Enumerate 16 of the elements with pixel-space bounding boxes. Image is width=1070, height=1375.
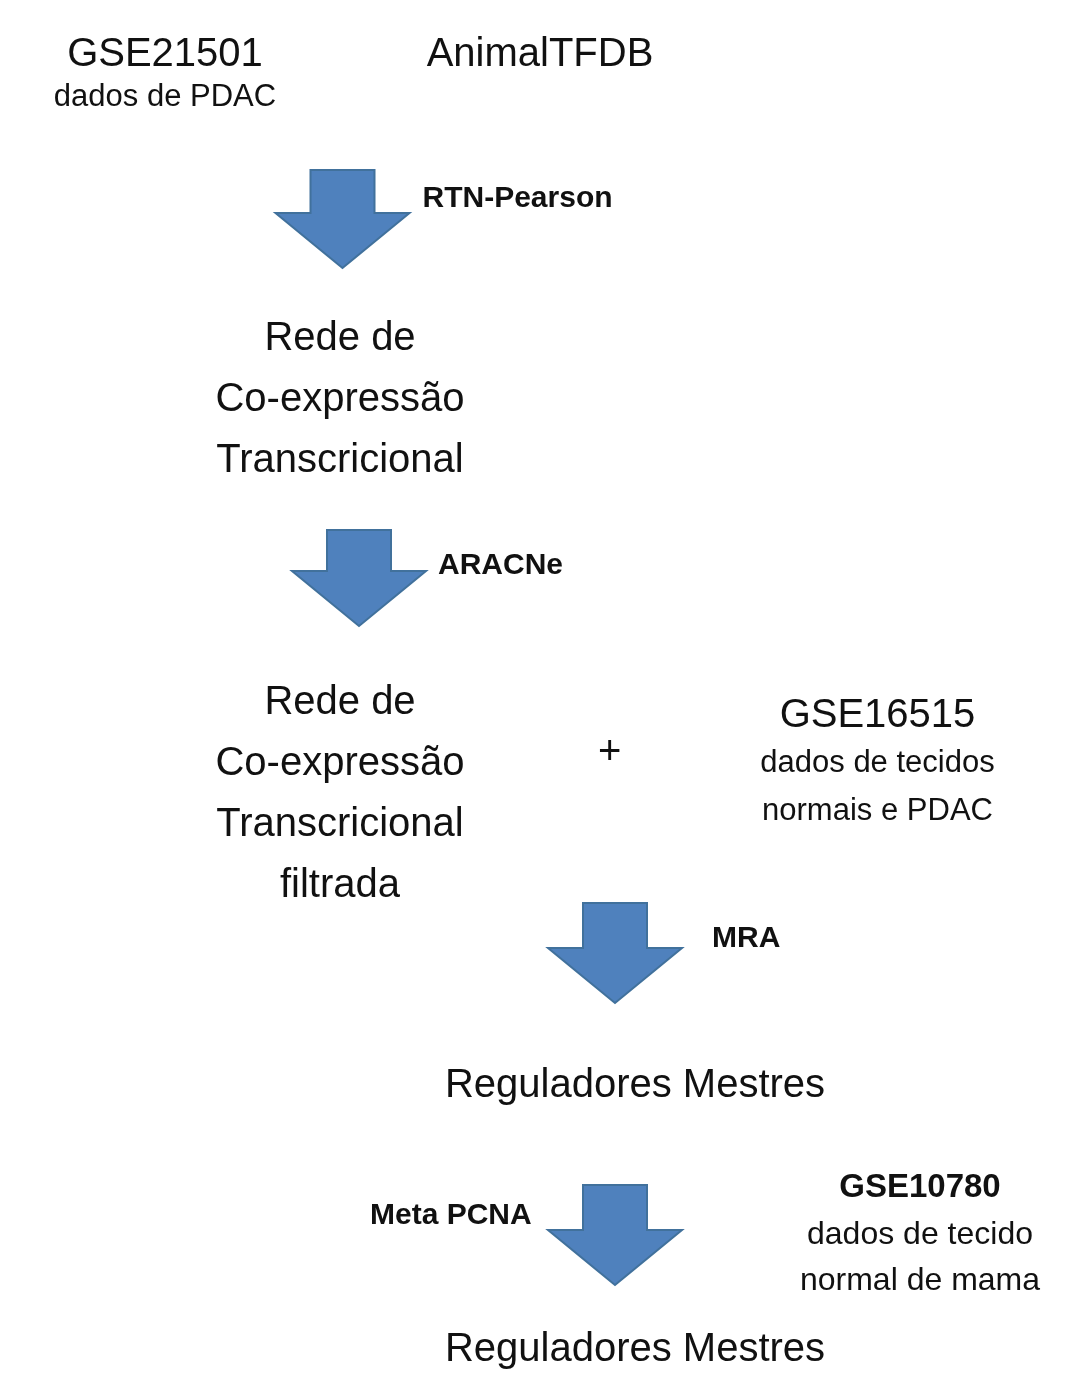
dataset-description: dados de PDAC <box>52 77 278 115</box>
dataset-title: GSE16515 <box>778 690 977 737</box>
step-result-text: Rede de Co-expressão Transcricional <box>180 306 500 489</box>
dataset-title: GSE21501 <box>66 29 264 76</box>
block-arrow <box>545 902 685 1005</box>
step-result-text: Reguladores Mestres <box>375 1058 895 1108</box>
block-arrow <box>545 1184 685 1287</box>
dataset-title: GSE10780 <box>838 1166 1002 1206</box>
step-result-text: Reguladores Mestres <box>375 1322 895 1372</box>
database-name: AnimalTFDB <box>385 28 695 76</box>
dataset-description: dados de tecidos normais e PDAC <box>759 743 996 829</box>
step-result-text: Rede de Co-expressão Transcricional filtrada <box>180 670 500 914</box>
block-arrow <box>289 529 429 628</box>
block-arrow <box>272 169 413 270</box>
dataset-description: dados de tecido normal de mama <box>798 1214 1042 1299</box>
plus-sign: + <box>598 728 622 773</box>
